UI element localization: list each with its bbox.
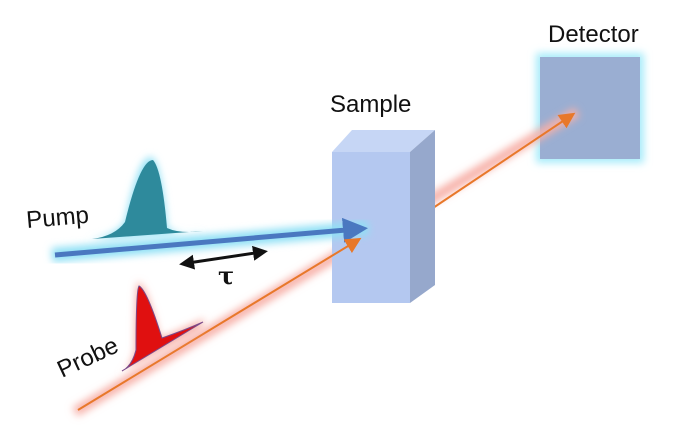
pump-label: Pump	[25, 202, 90, 234]
pump-beam	[54, 217, 368, 258]
sample	[332, 130, 435, 303]
detector	[536, 53, 644, 163]
probe-beam-out	[429, 112, 576, 211]
sample-label: Sample	[330, 91, 411, 118]
pump-pulse	[92, 160, 203, 239]
probe-pulse	[121, 285, 204, 372]
delay-tau-label: τ	[218, 261, 234, 290]
probe-label: Probe	[53, 332, 122, 384]
probe-beam	[77, 237, 362, 411]
detector-label: Detector	[548, 21, 639, 48]
delay-arrow	[179, 245, 268, 270]
